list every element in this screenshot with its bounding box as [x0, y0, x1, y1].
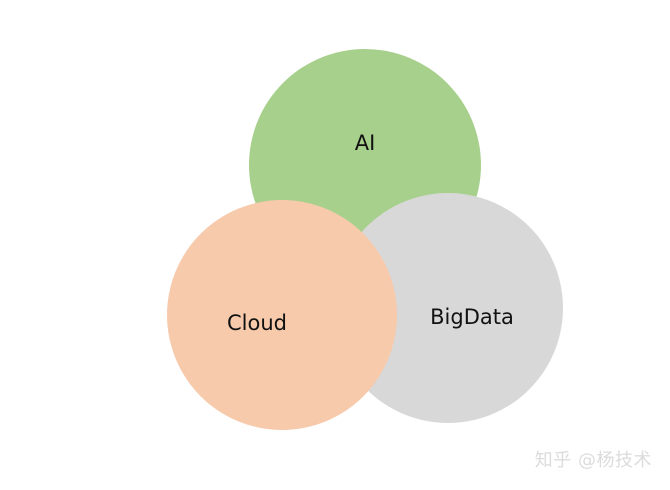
- cloud-label: Cloud: [227, 311, 287, 335]
- ai-label: AI: [355, 131, 376, 155]
- cloud-circle: [167, 200, 397, 430]
- watermark: 知乎 @杨技术: [534, 450, 652, 471]
- bigdata-label: BigData: [430, 305, 514, 329]
- bigdata-circle: [333, 193, 563, 423]
